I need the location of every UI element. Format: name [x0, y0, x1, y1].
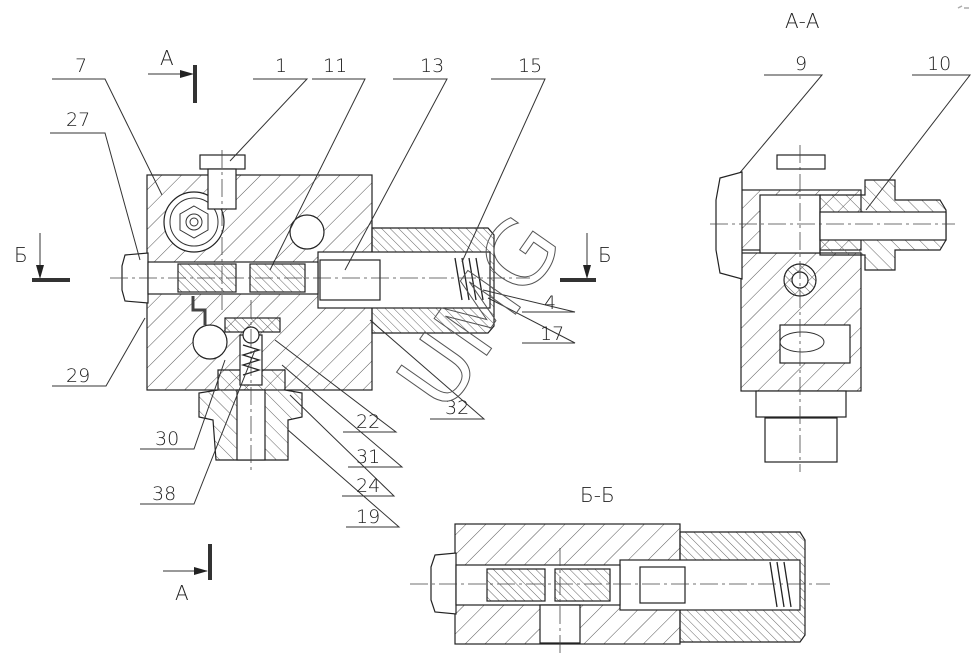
callout-22: 22 [356, 411, 380, 433]
callout-10: 10 [927, 53, 951, 75]
section-title-b-b: Б-Б [580, 483, 615, 507]
callout-13: 13 [420, 55, 444, 77]
callout-15: 15 [518, 55, 542, 77]
cut-marker-b-right: Б [560, 233, 612, 282]
bb-piston [639, 566, 686, 604]
callout-9: 9 [795, 53, 807, 75]
aa-hex-plug [715, 171, 743, 280]
callout-1: 1 [275, 55, 287, 77]
callout-labels: 7 27 1 11 13 15 4 17 29 32 22 30 31 24 3… [66, 53, 951, 528]
callout-31: 31 [356, 446, 380, 468]
callout-24: 24 [356, 475, 380, 497]
cut-marker-a-bottom: А [163, 544, 212, 605]
callout-11: 11 [323, 55, 347, 77]
section-b-b: Б-Б [410, 483, 830, 655]
aa-side-port [779, 324, 851, 364]
svg-text:А: А [160, 46, 174, 70]
aux-port [289, 214, 325, 250]
callout-29: 29 [66, 365, 90, 387]
callout-32: 32 [445, 397, 469, 419]
callout-7: 7 [75, 55, 87, 77]
main-view [110, 150, 530, 470]
lower-port [192, 324, 228, 360]
bb-sleeve [486, 568, 546, 602]
aa-thread [764, 417, 838, 463]
svg-text:А: А [175, 581, 189, 605]
section-a-a: А-А [710, 9, 955, 472]
bb-spring [769, 561, 792, 608]
callout-27: 27 [66, 109, 90, 131]
callout-17: 17 [540, 323, 564, 345]
corner-mark [957, 5, 969, 9]
bb-stem [554, 568, 611, 602]
callout-19: 19 [356, 506, 380, 528]
aa-nut [755, 390, 847, 418]
callout-38: 38 [152, 483, 176, 505]
top-screw-head [199, 154, 246, 170]
callout-30: 30 [155, 428, 179, 450]
bb-plug [430, 552, 457, 615]
leader-lines [50, 74, 972, 528]
check-spring [240, 344, 262, 376]
svg-text:Б: Б [598, 243, 612, 267]
aa-top-screw [776, 154, 826, 170]
svg-text:Б: Б [14, 243, 28, 267]
cut-marker-a-top: А [148, 46, 197, 103]
callout-4: 4 [544, 292, 556, 314]
section-title-a-a: А-А [785, 9, 820, 33]
cut-marker-b-left: Б [14, 233, 70, 282]
piston [319, 259, 381, 301]
spring-coils [454, 257, 484, 301]
